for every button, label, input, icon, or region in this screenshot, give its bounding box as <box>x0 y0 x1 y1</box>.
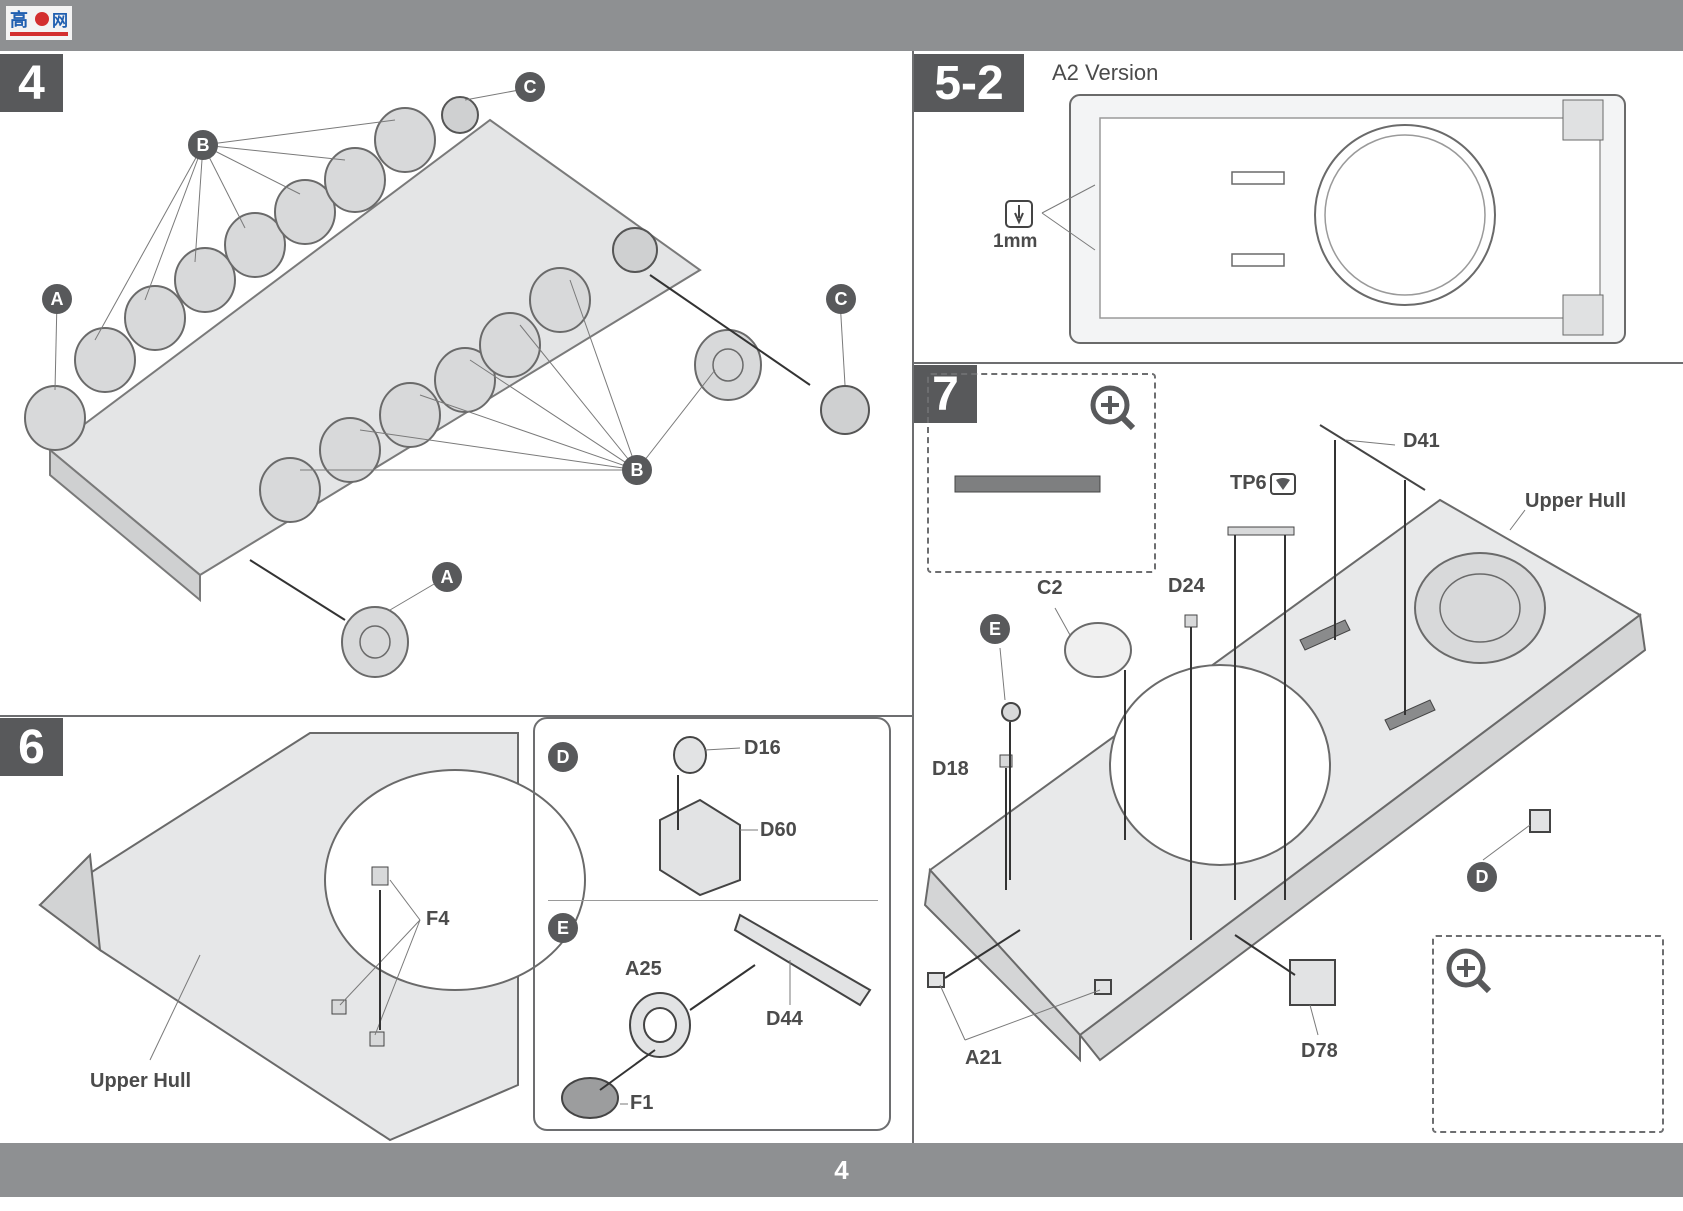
callout-a-left: A <box>42 284 72 314</box>
sub-e-marker: E <box>548 913 578 943</box>
sub-panel-divider <box>548 900 878 901</box>
part-c2: C2 <box>1037 577 1063 599</box>
top-bar <box>0 0 1683 51</box>
sub-d-marker: D <box>548 742 578 772</box>
logo: 高 网 <box>6 6 72 40</box>
callout-d: D <box>1467 862 1497 892</box>
step-5-2-title: A2 Version <box>1052 60 1159 85</box>
photo-etch-icon <box>1270 473 1296 495</box>
divider-left <box>0 715 912 717</box>
part-d44: D44 <box>766 1008 803 1030</box>
part-d16: D16 <box>744 737 781 759</box>
step-6-badge: 6 <box>0 718 63 776</box>
step-7-upper-hull: Upper Hull <box>1525 490 1627 512</box>
bottom-bar <box>0 1143 1683 1197</box>
sub-panel-de <box>533 717 891 1131</box>
callout-b-bottom: B <box>622 455 652 485</box>
part-d78: D78 <box>1301 1040 1338 1062</box>
step-6-upper-hull: Upper Hull <box>90 1070 192 1092</box>
step-5-2-badge: 5-2 <box>914 54 1024 112</box>
divider-right <box>914 362 1683 364</box>
vertical-divider <box>912 51 914 1143</box>
part-a25: A25 <box>625 958 662 980</box>
part-d41: D41 <box>1403 430 1440 452</box>
step-4-badge: 4 <box>0 54 63 112</box>
callout-a-bottom: A <box>432 562 462 592</box>
svg-text:高: 高 <box>10 9 28 31</box>
part-d18: D18 <box>932 758 969 780</box>
callout-b-top: B <box>188 130 218 160</box>
callout-c-top: C <box>515 72 545 102</box>
part-d24: D24 <box>1168 575 1205 597</box>
callout-e: E <box>980 614 1010 644</box>
part-tp6: TP6 <box>1230 472 1267 494</box>
drill-size: 1mm <box>993 231 1038 252</box>
callout-c-right: C <box>826 284 856 314</box>
part-a21: A21 <box>965 1047 1002 1069</box>
step-4-illustration <box>24 87 870 678</box>
page-number: 4 <box>834 1155 849 1185</box>
svg-text:网: 网 <box>52 11 68 30</box>
zoom-icon <box>1090 385 1136 431</box>
step-6-f4: F4 <box>426 908 450 930</box>
part-d60: D60 <box>760 819 797 841</box>
drill-icon <box>1005 200 1033 228</box>
part-f1: F1 <box>630 1092 654 1114</box>
zoom-icon <box>1446 948 1492 994</box>
